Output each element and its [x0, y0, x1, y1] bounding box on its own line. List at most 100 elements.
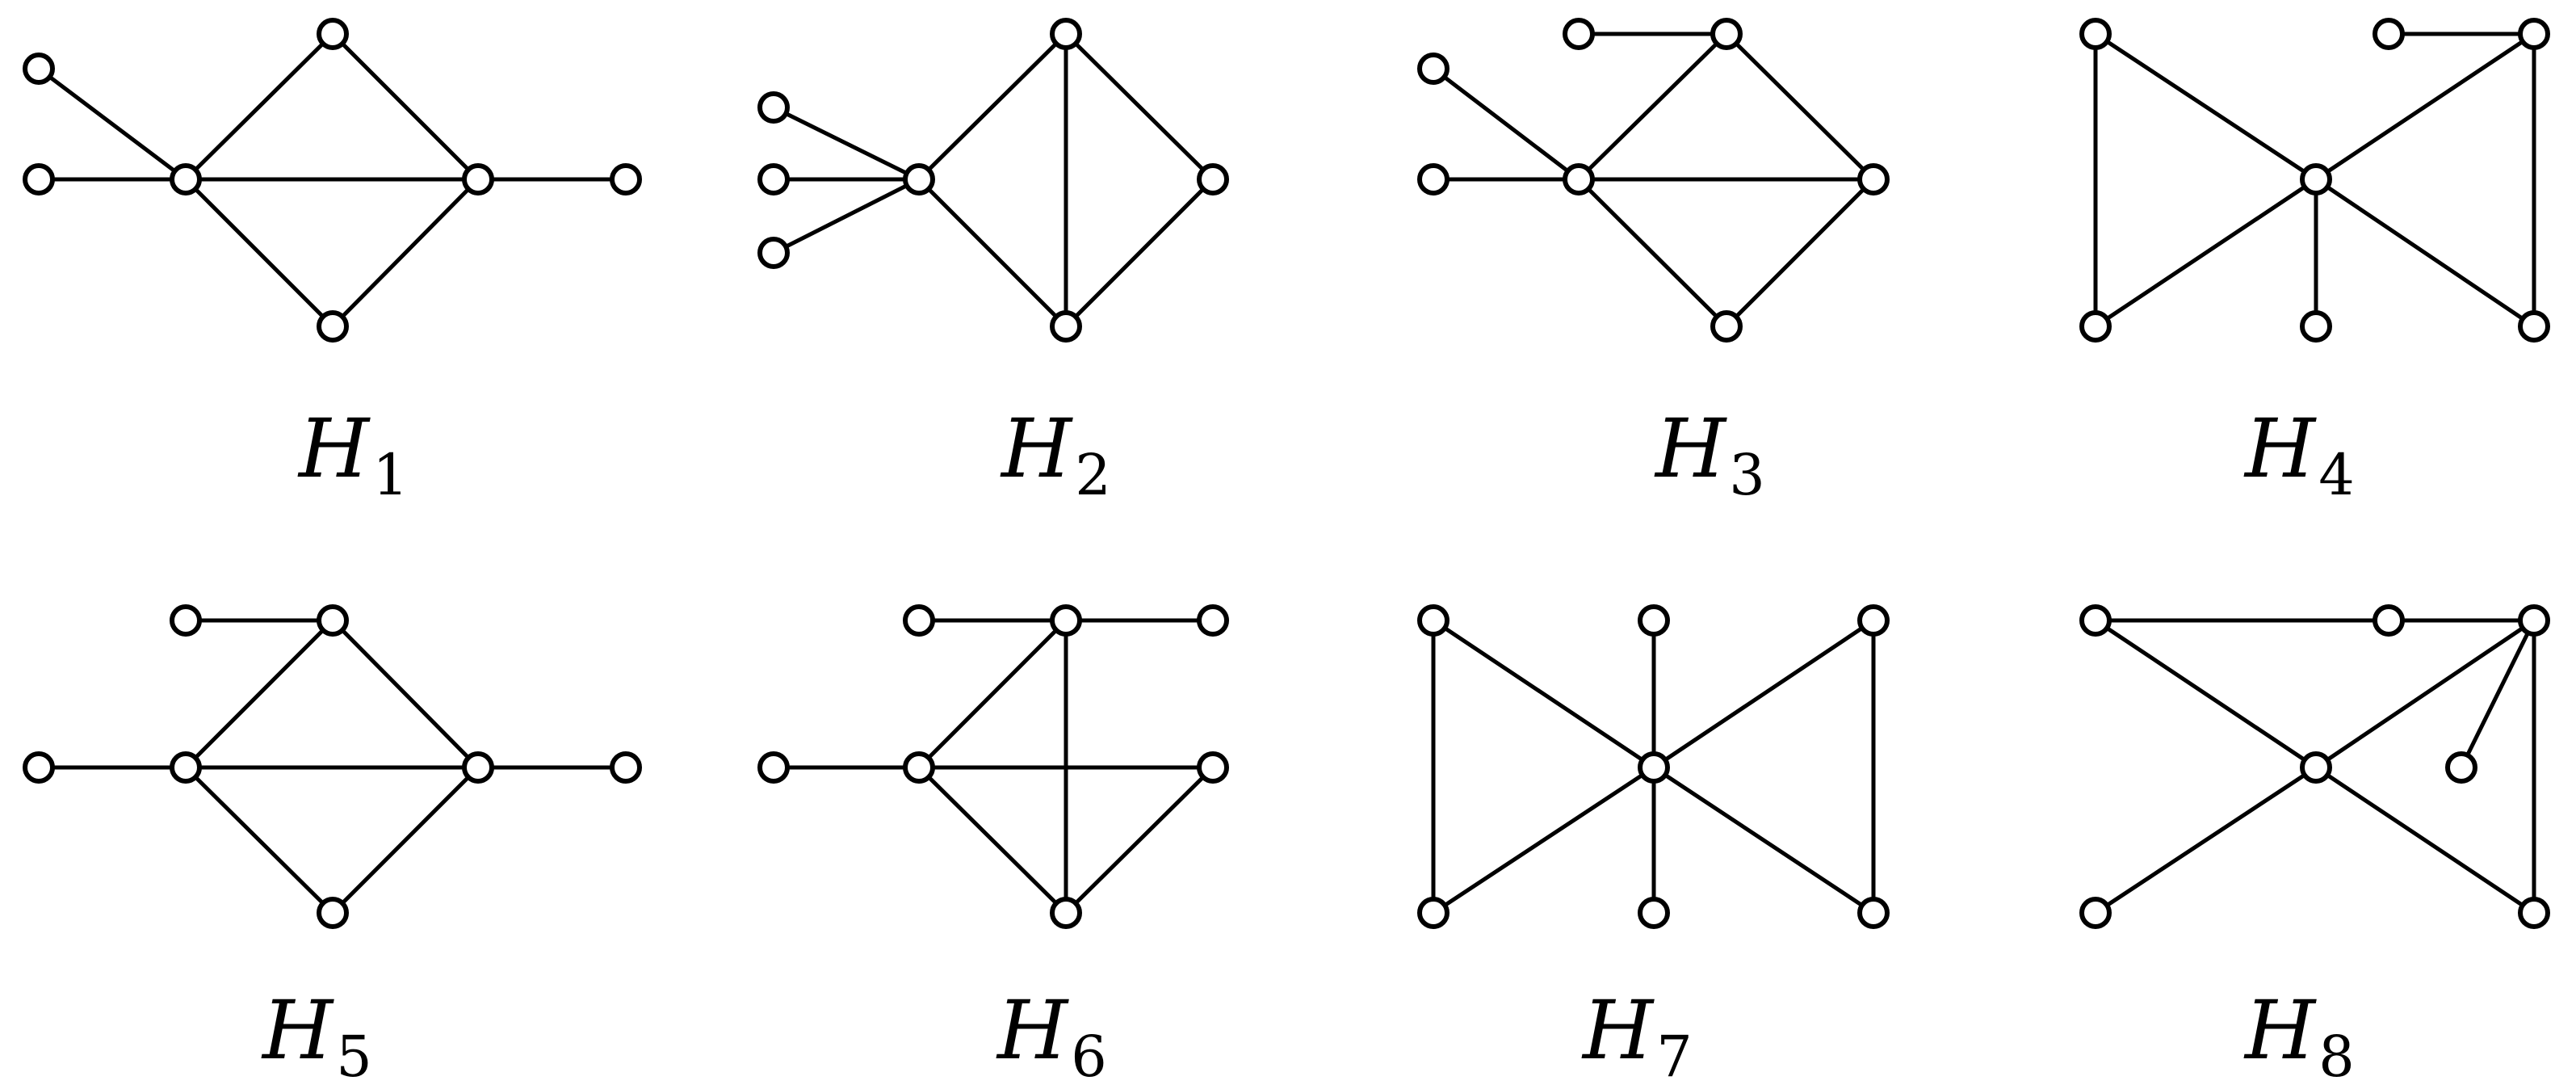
vertex-e: [1710, 18, 1743, 50]
vertex-e: [317, 897, 349, 929]
edge-d-f: [2093, 765, 2318, 915]
edge-c-d: [1651, 618, 1876, 770]
edge-b-e: [917, 618, 1068, 770]
edge-d-g: [2314, 765, 2536, 915]
graph-h2: H2: [757, 18, 1229, 508]
vertex-f: [462, 163, 494, 196]
vertex-g: [2518, 897, 2550, 929]
vertex-d: [757, 751, 790, 784]
vertex-d: [903, 163, 935, 196]
graph-label: H4: [2243, 402, 2355, 508]
edge-d-e: [1576, 32, 1729, 182]
graph-label-subscript: 4: [2318, 442, 2355, 508]
edge-c-d: [771, 177, 921, 255]
vertex-c: [2373, 18, 2405, 50]
graph-h5: H5: [23, 604, 642, 1089]
edge-a-d: [2093, 32, 2318, 182]
vertex-a: [2079, 604, 2112, 637]
vertex-g: [2518, 310, 2550, 343]
vertex-b: [2079, 310, 2112, 343]
vertex-b: [2373, 604, 2405, 637]
graph-h4: H4: [2079, 18, 2550, 508]
vertex-c: [1857, 604, 1890, 637]
graph-label-base: H: [1000, 402, 1073, 496]
vertex-d: [317, 18, 349, 50]
vertex-f: [1050, 897, 1082, 929]
graph-label-subscript: 3: [1729, 442, 1765, 508]
vertex-a: [903, 604, 935, 637]
edge-e-g: [1064, 32, 1215, 182]
vertex-e: [903, 751, 935, 784]
graph-label: H5: [261, 983, 372, 1089]
edge-f-g: [1724, 177, 1876, 329]
vertex-c: [170, 163, 202, 196]
vertex-e: [1050, 18, 1082, 50]
graph-label-base: H: [996, 983, 1069, 1078]
edge-b-d: [2093, 177, 2318, 329]
edge-a-d: [2093, 618, 2318, 770]
graph-h8: H8: [2079, 604, 2550, 1089]
edge-d-g: [1576, 177, 1729, 329]
graph-label-subscript: 5: [336, 1024, 372, 1089]
vertex-a: [1417, 604, 1450, 637]
edge-c-d: [183, 32, 335, 182]
edge-e-f: [917, 765, 1068, 915]
graph-label: H2: [1000, 402, 1111, 508]
edge-d-e: [1431, 765, 1656, 915]
vertex-g: [1197, 163, 1229, 196]
edge-b-f: [330, 618, 480, 770]
vertex-c: [2518, 604, 2550, 637]
vertex-d: [2300, 163, 2332, 196]
vertex-c: [23, 751, 55, 784]
vertex-b: [1050, 604, 1082, 637]
graph-label-subscript: 2: [1075, 442, 1111, 508]
edge-a-d: [1431, 618, 1656, 770]
graph-label-subscript: 8: [2318, 1024, 2355, 1089]
edge-f-g: [1064, 765, 1215, 915]
vertex-g: [1197, 751, 1229, 784]
vertex-c: [1563, 18, 1595, 50]
vertex-a: [23, 53, 55, 85]
vertex-f: [1638, 897, 1670, 929]
vertex-g: [1857, 897, 1890, 929]
edge-d-f: [917, 177, 1068, 329]
vertex-e: [317, 310, 349, 343]
vertex-f: [1857, 163, 1890, 196]
vertex-a: [170, 604, 202, 637]
vertex-g: [610, 163, 642, 196]
vertex-a: [757, 91, 790, 124]
graph-label-base: H: [261, 983, 334, 1078]
edge-a-c: [36, 66, 188, 182]
vertex-a: [1417, 53, 1450, 85]
edge-d-g: [1651, 765, 1876, 915]
vertex-c: [757, 237, 790, 269]
vertex-b: [1638, 604, 1670, 637]
graph-label-base: H: [297, 402, 371, 496]
graph-label-base: H: [2243, 402, 2317, 496]
graph-h1: H1: [23, 18, 642, 508]
graph-label: H7: [1581, 983, 1693, 1089]
graph-label: H8: [2243, 983, 2355, 1089]
vertex-f: [2518, 18, 2550, 50]
vertex-b: [317, 604, 349, 637]
vertex-a: [2079, 18, 2112, 50]
edge-d-e: [183, 765, 335, 915]
edge-a-d: [771, 105, 921, 182]
vertex-d: [1563, 163, 1595, 196]
vertex-f: [462, 751, 494, 784]
graph-h7: H7: [1417, 604, 1890, 1089]
edge-e-f: [330, 765, 480, 915]
vertex-e: [2300, 310, 2332, 343]
edge-c-e: [183, 177, 335, 329]
graph-label-base: H: [1581, 983, 1655, 1078]
edge-e-f: [330, 177, 480, 329]
graph-label-subscript: 7: [1656, 1024, 1693, 1089]
vertex-g: [610, 751, 642, 784]
vertex-d: [1638, 751, 1670, 784]
edge-d-g: [2314, 177, 2536, 329]
vertex-b: [1417, 163, 1450, 196]
vertex-e: [2445, 751, 2477, 784]
edge-e-f: [1724, 32, 1876, 182]
